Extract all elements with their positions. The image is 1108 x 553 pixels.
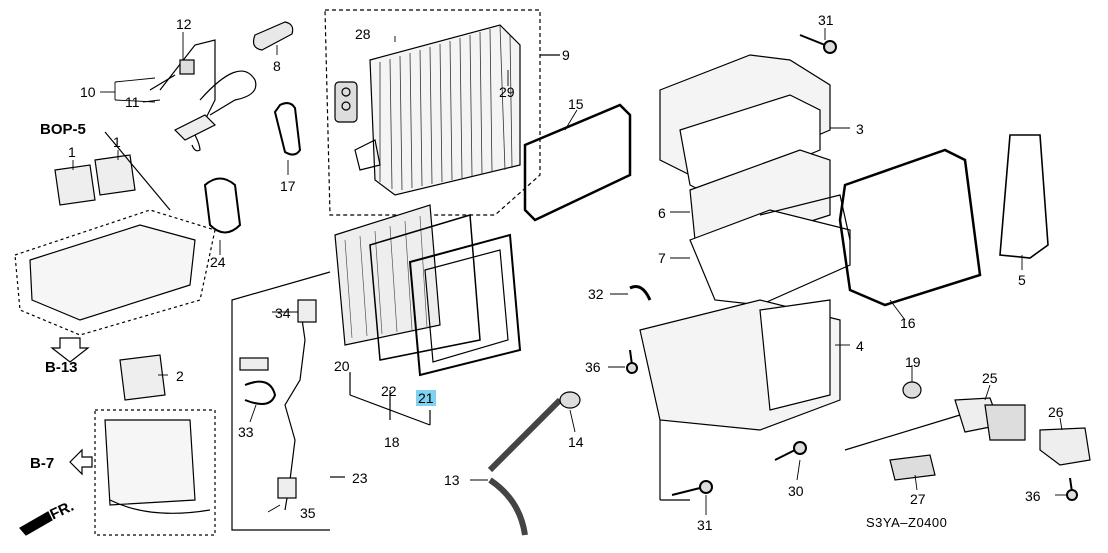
grommet-24: [203, 177, 242, 234]
callout-15: 15: [568, 96, 584, 112]
seal-16: [838, 148, 982, 307]
insulator-8: [252, 21, 294, 51]
callout-23: 23: [352, 470, 368, 486]
callout-29: 29: [499, 84, 515, 100]
callout-34: 34: [275, 305, 291, 321]
callout-26: 26: [1048, 404, 1064, 420]
callout-27: 27: [910, 491, 926, 507]
ref-b7: B-7: [30, 455, 55, 472]
callout-21-highlighted[interactable]: 21: [416, 390, 436, 406]
callout-14: 14: [568, 434, 584, 450]
reference-arrows: [19, 131, 171, 536]
fuse-box: [14, 209, 216, 536]
callout-24: 24: [210, 254, 226, 270]
callout-3: 3: [856, 121, 864, 137]
ref-b13: B-13: [45, 359, 78, 376]
expansion-valve-assembly: [149, 39, 257, 152]
callout-22: 22: [381, 383, 397, 399]
callout-11: 11: [125, 94, 140, 110]
callout-12: 12: [176, 16, 192, 32]
callout-36-right: 36: [1025, 488, 1041, 504]
callout-16: 16: [900, 315, 916, 331]
callout-25: 25: [982, 370, 998, 386]
callout-18: 18: [384, 434, 400, 450]
callout-30: 30: [788, 483, 804, 499]
callout-13: 13: [444, 472, 460, 488]
callout-5: 5: [1018, 272, 1026, 288]
leader-lines: [72, 28, 1068, 515]
callout-28: 28: [355, 26, 371, 42]
callout-17: 17: [280, 178, 296, 194]
callout-4: 4: [856, 338, 864, 354]
bracket-26: [1039, 427, 1091, 466]
clip-32: [629, 285, 652, 301]
callout-33: 33: [238, 424, 254, 440]
air-filter-assembly: [334, 204, 522, 426]
callout-32: 32: [588, 286, 604, 302]
callout-35: 35: [300, 505, 316, 521]
diagram-code: S3YA–Z0400: [866, 515, 948, 530]
harness-box: [231, 271, 345, 531]
thermistor-assembly: [844, 381, 1026, 451]
bracket-5: [999, 134, 1049, 259]
callout-9: 9: [562, 47, 570, 63]
fuse-box-body: [29, 224, 211, 514]
callout-1-right: 1: [113, 134, 121, 150]
heater-case: [639, 54, 851, 501]
callout-36-left: 36: [585, 359, 601, 375]
callout-8: 8: [273, 58, 281, 74]
callout-7: 7: [658, 250, 666, 266]
callout-31-bottom: 31: [697, 517, 713, 533]
callout-6: 6: [658, 205, 666, 221]
callout-10: 10: [80, 84, 96, 100]
ref-bop5: BOP-5: [40, 121, 86, 138]
callout-31-top: 31: [818, 12, 834, 28]
seal-15: [523, 103, 632, 222]
screws: [626, 34, 1078, 501]
evaporator-box: [324, 9, 560, 216]
grommet-14: [559, 391, 581, 409]
callout-2: 2: [176, 368, 184, 384]
drain-hose: [487, 397, 563, 536]
callout-19: 19: [905, 354, 921, 370]
callout-1-left: 1: [68, 144, 76, 160]
relays: [54, 154, 166, 401]
callout-20: 20: [334, 358, 350, 374]
clip-27: [889, 454, 936, 481]
seal-17: [273, 102, 302, 156]
